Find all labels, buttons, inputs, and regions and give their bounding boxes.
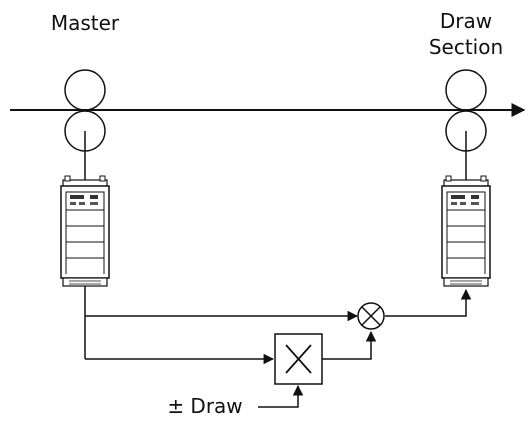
summing-junction-icon xyxy=(357,302,385,330)
multiply-box-icon xyxy=(274,333,323,385)
signal-wires xyxy=(84,286,472,408)
master-drive-icon xyxy=(60,175,110,287)
master-rollers xyxy=(64,69,106,183)
master-top-roller xyxy=(64,69,106,111)
draw-section-label-line2: Section xyxy=(429,35,503,59)
draw-input-label: ± Draw xyxy=(167,394,242,418)
draw-top-roller xyxy=(445,69,487,111)
draw-section-label-line1: Draw xyxy=(440,9,492,33)
master-label: Master xyxy=(51,11,120,35)
draw-drive-icon xyxy=(441,175,491,287)
draw-section-rollers xyxy=(445,69,487,183)
